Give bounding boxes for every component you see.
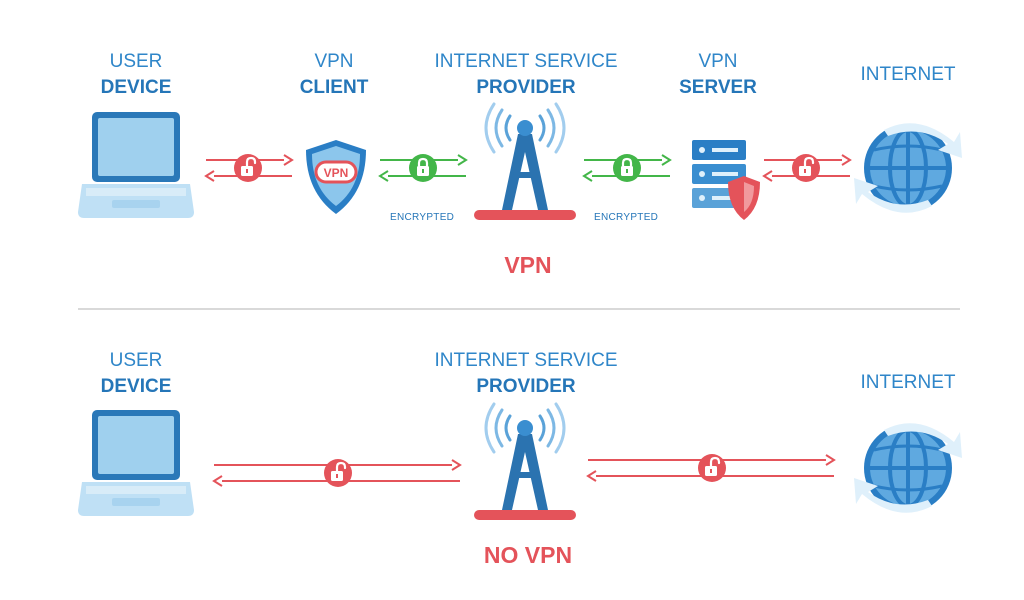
isp-label: INTERNET SERVICE PROVIDER xyxy=(416,49,636,101)
user-device-label-novpn: USER DEVICE xyxy=(86,348,186,400)
lock-closed-icon xyxy=(407,152,439,184)
isp-label-novpn-line2: PROVIDER xyxy=(476,376,576,397)
section-divider xyxy=(78,308,960,310)
globe-icon xyxy=(852,121,964,215)
laptop-icon xyxy=(78,410,194,516)
lock-open-icon xyxy=(232,152,264,184)
globe-icon xyxy=(852,421,964,515)
encrypted-label-right: ENCRYPTED xyxy=(594,212,659,223)
isp-label-novpn-line1: INTERNET SERVICE xyxy=(434,350,618,371)
vpn-server-label-line1: VPN xyxy=(698,51,738,72)
lock-closed-icon xyxy=(611,152,643,184)
vpn-client-label-line1: VPN xyxy=(314,51,354,72)
internet-label-novpn: INTERNET xyxy=(848,370,968,396)
cell-tower-icon xyxy=(472,402,578,522)
lock-open-icon xyxy=(696,452,728,484)
lock-open-icon xyxy=(790,152,822,184)
lock-open-icon xyxy=(322,457,354,489)
user-device-label-novpn-line2: DEVICE xyxy=(100,376,172,397)
vpn-shield-badge: VPN xyxy=(324,166,349,180)
user-device-label-line2: DEVICE xyxy=(100,77,172,98)
user-device-label: USER DEVICE xyxy=(86,49,186,101)
internet-label-novpn-text: INTERNET xyxy=(860,372,956,393)
isp-label-novpn: INTERNET SERVICE PROVIDER xyxy=(416,348,636,400)
vpn-server-label-line2: SERVER xyxy=(679,77,757,98)
vpn-server-label: VPN SERVER xyxy=(668,49,768,101)
isp-label-line2: PROVIDER xyxy=(476,77,576,98)
internet-label-text: INTERNET xyxy=(860,64,956,85)
vpn-shield-icon: VPN xyxy=(306,140,366,214)
laptop-icon xyxy=(78,112,194,218)
cell-tower-icon xyxy=(472,102,578,222)
internet-label: INTERNET xyxy=(848,62,968,88)
vpn-mode-label: VPN xyxy=(504,252,552,278)
user-device-label-line1: USER xyxy=(109,51,163,72)
isp-label-line1: INTERNET SERVICE xyxy=(434,51,618,72)
user-device-label-novpn-line1: USER xyxy=(109,350,163,371)
vpn-client-label: VPN CLIENT xyxy=(284,49,384,101)
vpn-client-label-line2: CLIENT xyxy=(299,77,369,98)
server-icon xyxy=(692,140,760,220)
encrypted-label-left: ENCRYPTED xyxy=(390,212,455,223)
no-vpn-mode-label: NO VPN xyxy=(483,542,573,568)
